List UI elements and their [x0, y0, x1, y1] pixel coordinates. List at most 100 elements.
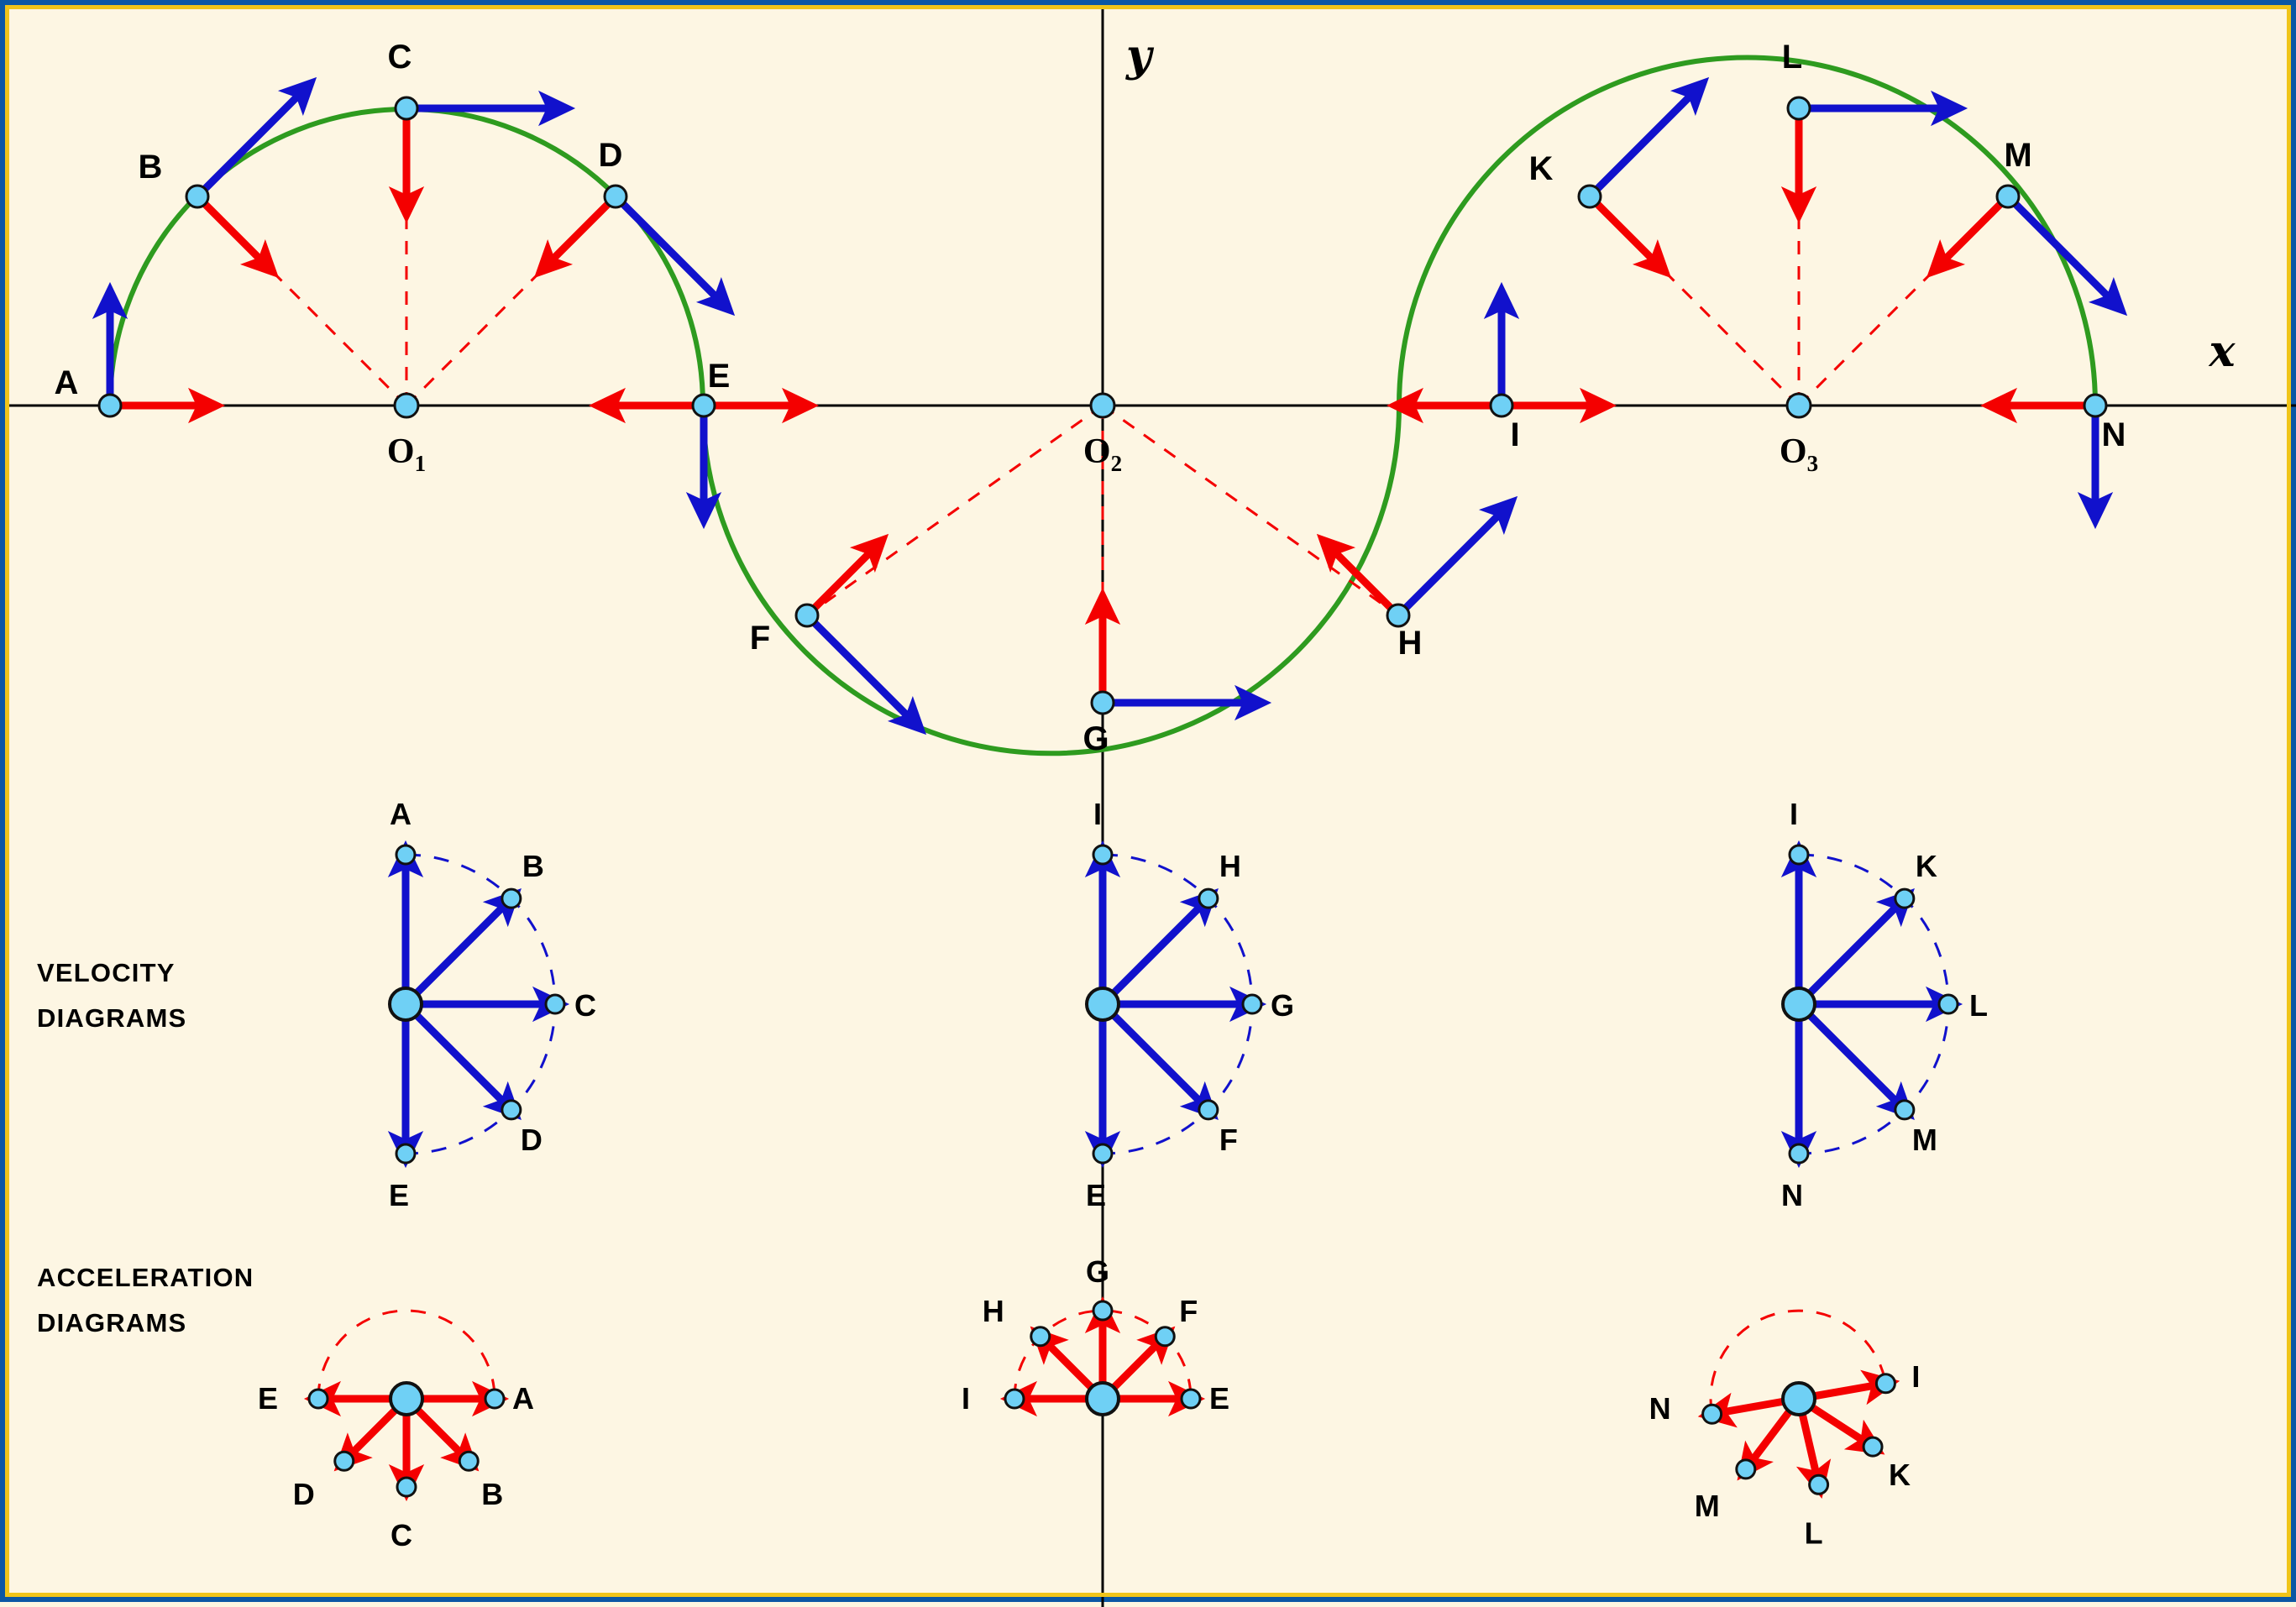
velocity-diagram-3-endpoint-L[interactable] — [1937, 993, 1959, 1015]
velocity-diagram-3-endpoint-N[interactable] — [1788, 1143, 1810, 1165]
acceleration-diagram-1-arc — [317, 1309, 496, 1400]
acceleration-diagram-2-endpoint-H[interactable] — [1030, 1326, 1051, 1348]
point-label-A: A — [55, 364, 79, 401]
point-marker-G[interactable] — [1090, 690, 1115, 715]
acceleration-title-line-2: DIAGRAMS — [37, 1308, 187, 1337]
acceleration-diagram-2-endpoint-F[interactable] — [1154, 1326, 1176, 1348]
velocity-diagram-2-label-E: E — [1086, 1178, 1106, 1212]
acceleration-diagram-1-origin[interactable] — [389, 1381, 424, 1416]
velocity-diagram-2-endpoint-E[interactable] — [1092, 1143, 1114, 1165]
acceleration-diagram-1-endpoint-A[interactable] — [484, 1388, 506, 1410]
velocity-diagram-3-endpoint-I[interactable] — [1788, 844, 1810, 866]
acceleration-diagram-2-origin[interactable] — [1085, 1381, 1120, 1416]
center-marker-O2[interactable] — [1089, 392, 1116, 419]
velocity-diagram-3-origin[interactable] — [1781, 987, 1816, 1022]
velocity-diagram-2-endpoint-G[interactable] — [1241, 993, 1263, 1015]
point-label-N: N — [2102, 416, 2126, 453]
point-marker-F[interactable] — [794, 603, 820, 628]
center-marker-O1[interactable] — [393, 392, 420, 419]
velocity-diagram-1-endpoint-C[interactable] — [544, 993, 566, 1015]
velocity-diagram-1-vector-B — [402, 888, 522, 1008]
acceleration-diagram-1-endpoint-C[interactable] — [396, 1476, 417, 1498]
velocity-diagram-1-label-E: E — [389, 1178, 409, 1212]
velocity-diagram-2-origin[interactable] — [1085, 987, 1120, 1022]
acceleration-diagram-1-label-B: B — [481, 1477, 503, 1511]
point-marker-E[interactable] — [691, 393, 716, 418]
velocity-diagram-3-vector-M — [1795, 1001, 1915, 1120]
point-group-D — [533, 193, 736, 317]
acceleration-vector-K — [1586, 193, 1672, 279]
acceleration-diagram-3-endpoint-I[interactable] — [1874, 1373, 1896, 1395]
point-label-D: D — [599, 137, 623, 174]
acceleration-diagram-1-endpoint-D[interactable] — [333, 1450, 355, 1472]
point-label-F: F — [750, 620, 770, 657]
velocity-diagram-1-endpoint-A[interactable] — [395, 844, 417, 866]
acceleration-diagram-3-origin[interactable] — [1781, 1381, 1816, 1416]
velocity-section-title: VELOCITY DIAGRAMS — [37, 958, 186, 1034]
acceleration-diagram-1-label-E: E — [258, 1381, 278, 1416]
point-marker-I[interactable] — [1489, 393, 1514, 418]
radius-line-F — [806, 404, 1103, 617]
point-marker-L[interactable] — [1786, 96, 1811, 121]
velocity-title-line-2: DIAGRAMS — [37, 1003, 187, 1033]
radii-layer — [196, 108, 2010, 703]
velocity-diagram-2-label-H: H — [1219, 849, 1241, 883]
acceleration-diagram-3-endpoint-M[interactable] — [1735, 1458, 1757, 1480]
velocity-diagram-1-label-B: B — [522, 849, 544, 883]
velocity-diagram-1-endpoint-E[interactable] — [395, 1143, 417, 1165]
acceleration-diagram-1-label-D: D — [293, 1477, 315, 1511]
velocity-diagram-2-endpoint-F[interactable] — [1198, 1099, 1219, 1121]
acceleration-diagram-2-label-H: H — [983, 1294, 1004, 1328]
acceleration-diagram-3-endpoint-N[interactable] — [1701, 1403, 1723, 1425]
velocity-diagram-2-endpoint-H[interactable] — [1198, 887, 1219, 909]
center-label-O3: O3 — [1780, 432, 1818, 476]
acceleration-diagram-3-endpoint-L[interactable] — [1808, 1474, 1830, 1495]
acceleration-diagram-1-endpoint-B[interactable] — [458, 1450, 480, 1472]
radius-line-H — [1102, 404, 1399, 617]
point-group-M — [1926, 193, 2128, 317]
center-marker-O3[interactable] — [1785, 392, 1812, 419]
point-marker-H[interactable] — [1386, 603, 1411, 628]
acceleration-diagram-1-endpoint-E[interactable] — [307, 1388, 329, 1410]
point-marker-A[interactable] — [97, 393, 123, 418]
axes-layer — [5, 5, 2296, 1607]
velocity-diagram-1-vector-D — [402, 1001, 522, 1120]
center-label-O2: O2 — [1083, 432, 1122, 476]
velocity-diagram-3-label-K: K — [1916, 849, 1937, 883]
acceleration-diagram-2-endpoint-I[interactable] — [1004, 1388, 1025, 1410]
acceleration-diagram-2-endpoint-E[interactable] — [1180, 1388, 1202, 1410]
velocity-diagram-2-endpoint-I[interactable] — [1092, 844, 1114, 866]
velocity-diagram-3-endpoint-M[interactable] — [1894, 1099, 1916, 1121]
velocity-diagram-1-endpoint-B[interactable] — [501, 887, 522, 909]
velocity-diagram-3-endpoint-K[interactable] — [1894, 887, 1916, 909]
velocity-diagram-3-label-M: M — [1912, 1123, 1937, 1157]
point-marker-M[interactable] — [1995, 184, 2021, 209]
velocity-diagram-1-label-C: C — [574, 988, 596, 1023]
acceleration-vector-M — [1926, 193, 2011, 279]
point-marker-N[interactable] — [2083, 393, 2108, 418]
acceleration-diagram-3-label-M: M — [1695, 1489, 1720, 1523]
velocity-diagram-3-label-I: I — [1790, 797, 1798, 831]
point-label-G: G — [1082, 720, 1109, 757]
point-marker-K[interactable] — [1577, 184, 1602, 209]
velocity-vector-H — [1395, 495, 1518, 619]
point-group-N — [1979, 387, 2114, 530]
point-group-L — [1780, 90, 1968, 224]
velocity-diagram-1-endpoint-D[interactable] — [501, 1099, 522, 1121]
acceleration-diagram-2-endpoint-G[interactable] — [1092, 1300, 1114, 1322]
y-axis-label: y — [1125, 30, 1155, 81]
point-marker-B[interactable] — [185, 184, 210, 209]
acceleration-diagram-3-endpoint-K[interactable] — [1862, 1436, 1884, 1458]
velocity-vector-D — [612, 193, 736, 317]
point-label-K: K — [1529, 150, 1554, 187]
acceleration-diagram-3-label-K: K — [1889, 1458, 1911, 1492]
velocity-diagram-1-origin[interactable] — [388, 987, 423, 1022]
velocity-vector-K — [1586, 76, 1710, 200]
point-marker-C[interactable] — [394, 96, 419, 121]
point-marker-D[interactable] — [603, 184, 628, 209]
